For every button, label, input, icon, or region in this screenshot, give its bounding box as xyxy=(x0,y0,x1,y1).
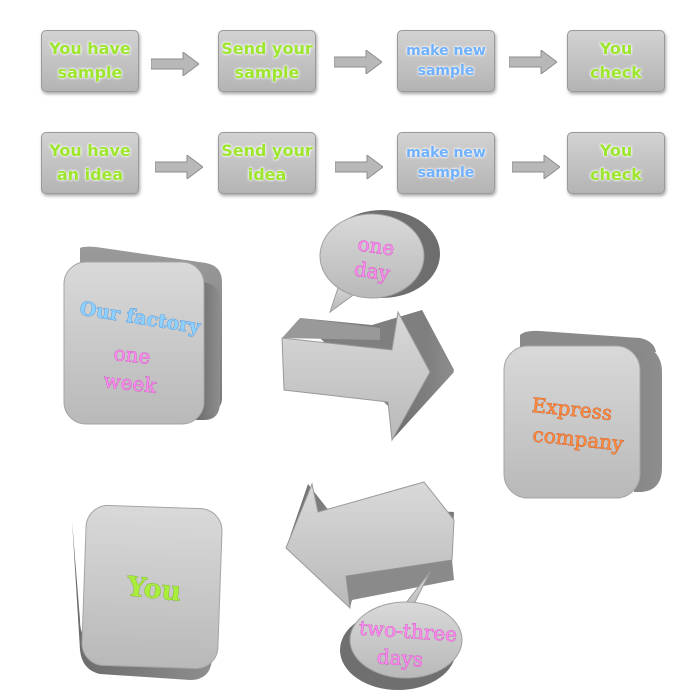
flow1-arrow3-icon xyxy=(509,50,557,74)
flow2-arrow2-icon xyxy=(335,155,383,179)
factory-time-line2: week xyxy=(103,368,159,397)
flow2-step2: Send your idea xyxy=(218,132,316,194)
bubble1-line2: day xyxy=(353,257,393,286)
flow1-step2-line2: sample xyxy=(234,63,300,82)
flow1-arrow1-icon xyxy=(151,52,199,76)
you-block xyxy=(72,504,223,680)
flow1-step4-line1: You xyxy=(599,39,633,58)
flow2-step1: You have an idea xyxy=(41,132,139,194)
flow1-step4-line2: check xyxy=(590,63,642,82)
flow1-arrow2-icon xyxy=(334,50,382,74)
arrow-left-icon xyxy=(285,481,455,610)
you-label: You xyxy=(124,571,183,608)
flow1-step2-line1: Send your xyxy=(221,39,313,58)
flow1-step1-line2: sample xyxy=(57,63,123,82)
flow2-step2-line2: idea xyxy=(247,165,287,184)
flow2-step4: You check xyxy=(567,132,665,194)
flow1-step1: You have sample xyxy=(41,30,139,92)
flow2-step1-line1: You have xyxy=(49,141,131,160)
bubble1-line1: one xyxy=(356,232,396,261)
factory-block xyxy=(63,246,222,425)
express-block xyxy=(503,330,662,499)
flow2-arrow1-icon xyxy=(155,155,203,179)
flow2-arrow3-icon xyxy=(512,155,560,179)
speech-bubble-one-day xyxy=(319,210,440,314)
flow1-step1-line1: You have xyxy=(49,39,131,58)
flow2-step3-line1: make new xyxy=(406,145,486,161)
flow2-step2-line1: Send your xyxy=(221,141,313,160)
flow2-step1-line2: an idea xyxy=(56,165,124,184)
factory-time-line1: one xyxy=(113,341,152,369)
flow2-step4-line2: check xyxy=(590,165,642,184)
bubble2-line2: days xyxy=(376,644,424,671)
flow2-step3: make new sample xyxy=(397,132,495,194)
flow2-step3-line2: sample xyxy=(417,165,475,181)
flow1-step2: Send your sample xyxy=(218,30,316,92)
flow1-step4: You check xyxy=(567,30,665,92)
speech-bubble-two-three-days xyxy=(340,571,463,690)
flow2-step4-line1: You xyxy=(599,141,633,160)
flow1-step3-line1: make new xyxy=(406,43,486,59)
arrow-right-icon xyxy=(281,310,454,442)
flow1-step3: make new sample xyxy=(397,30,495,92)
flow1-step3-line2: sample xyxy=(417,63,475,79)
